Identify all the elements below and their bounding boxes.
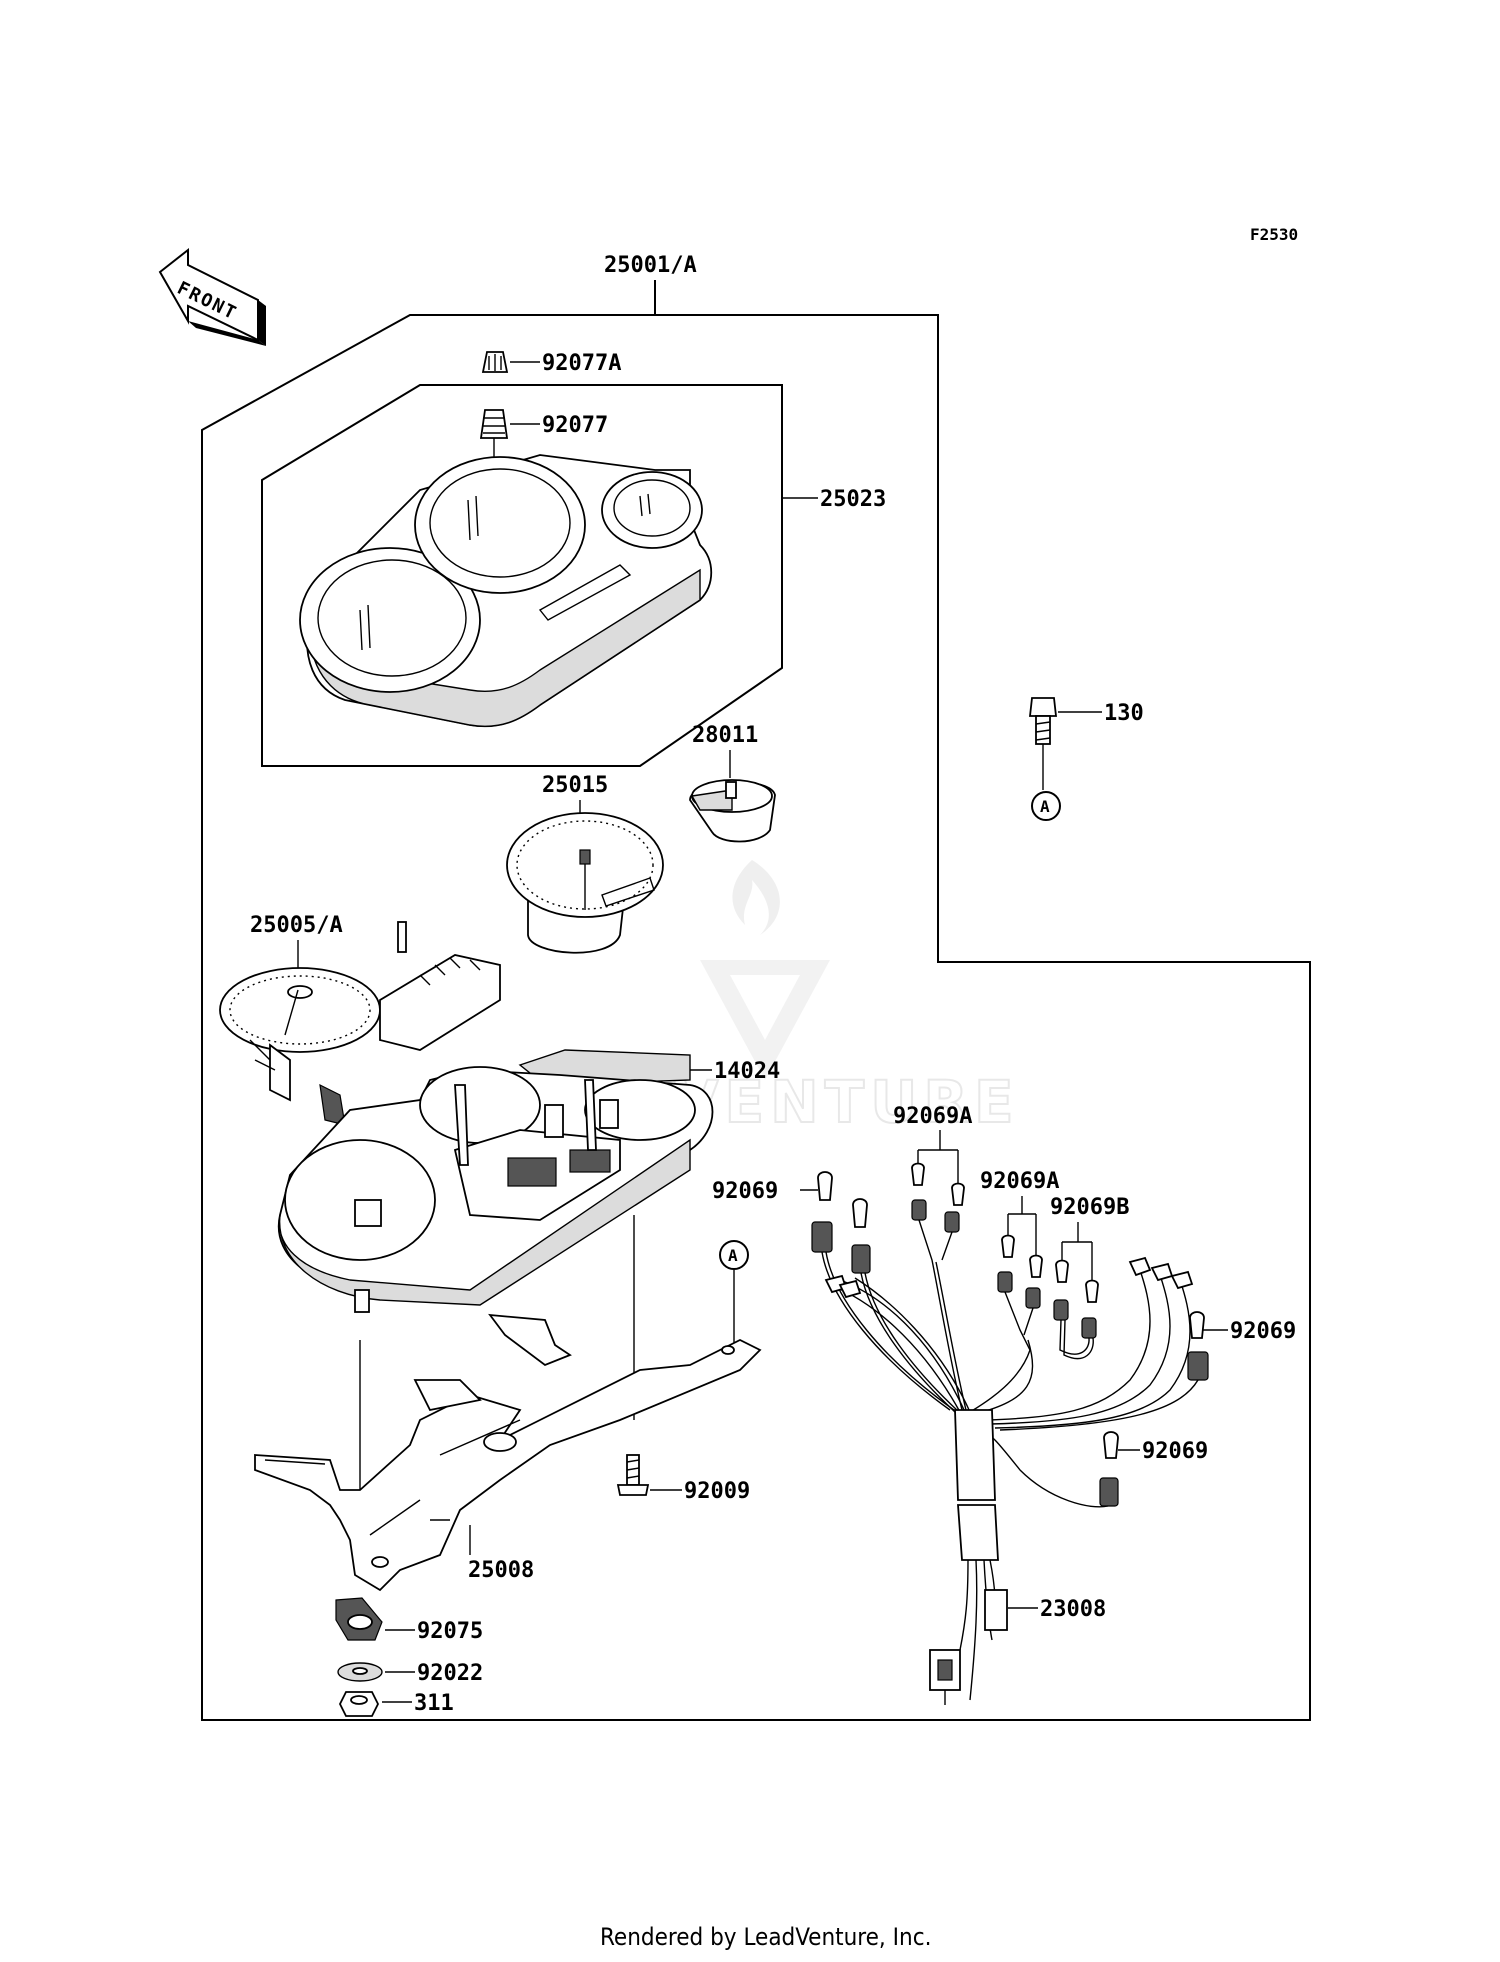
damper-92075: 92075 bbox=[335, 1597, 483, 1644]
label-130: 130 bbox=[1104, 701, 1144, 726]
label-92009: 92009 bbox=[684, 1479, 750, 1504]
label-25015: 25015 bbox=[542, 773, 608, 798]
label-25023: 25023 bbox=[820, 487, 886, 512]
ref-marker-a-bolt bbox=[1031, 791, 1061, 821]
figure-code: F2530 bbox=[1250, 225, 1298, 244]
housing-14024: 14024 bbox=[277, 1049, 780, 1313]
nut-311: 311 bbox=[338, 1691, 454, 1717]
footer-credit: Rendered by LeadVenture, Inc. bbox=[600, 1923, 931, 1951]
bracket-25008: 25008 bbox=[254, 1313, 762, 1592]
bolt-130: 130 A bbox=[1028, 697, 1144, 821]
label-25005-a: 25005/A bbox=[250, 913, 343, 938]
label-92069-left: 92069 bbox=[712, 1179, 778, 1204]
label-25001-a: 25001/A bbox=[604, 253, 697, 278]
harness-23008: 92069A 92069A 92069B 92069 92069 92069 bbox=[712, 1104, 1296, 1705]
label-92069b: 92069B bbox=[1050, 1195, 1129, 1220]
ref-marker-a-bolt-label: A bbox=[1040, 797, 1050, 816]
label-92069-lower: 92069 bbox=[1142, 1439, 1208, 1464]
label-92069a-top: 92069A bbox=[893, 1104, 972, 1129]
label-25008: 25008 bbox=[468, 1558, 534, 1583]
meter-case-25023 bbox=[299, 454, 713, 728]
assembly-outline bbox=[201, 280, 1311, 1721]
screw-92009: 92009 bbox=[616, 1454, 750, 1504]
label-92077: 92077 bbox=[542, 413, 608, 438]
label-23008: 23008 bbox=[1040, 1597, 1106, 1622]
tachometer-25015: 25015 bbox=[506, 773, 664, 954]
label-28011: 28011 bbox=[692, 723, 758, 748]
lamp-unit-28011: 28011 bbox=[689, 723, 776, 843]
case-box bbox=[261, 384, 783, 767]
cap-92077a: 92077A bbox=[481, 351, 621, 376]
label-92022: 92022 bbox=[417, 1661, 483, 1686]
washer-92022: 92022 bbox=[337, 1661, 483, 1686]
label-14024: 14024 bbox=[714, 1059, 780, 1084]
label-92069-right: 92069 bbox=[1230, 1319, 1296, 1344]
label-92069a-mid: 92069A bbox=[980, 1169, 1059, 1194]
front-arrow-icon: FRONT bbox=[158, 247, 266, 346]
label-92075: 92075 bbox=[417, 1619, 483, 1644]
speedometer-25005-a: 25005/A bbox=[219, 913, 501, 1126]
label-311: 311 bbox=[414, 1691, 454, 1716]
label-92077a: 92077A bbox=[542, 351, 621, 376]
ref-marker-a-bracket-label: A bbox=[728, 1246, 738, 1265]
ref-marker-a-bracket bbox=[719, 1240, 749, 1270]
